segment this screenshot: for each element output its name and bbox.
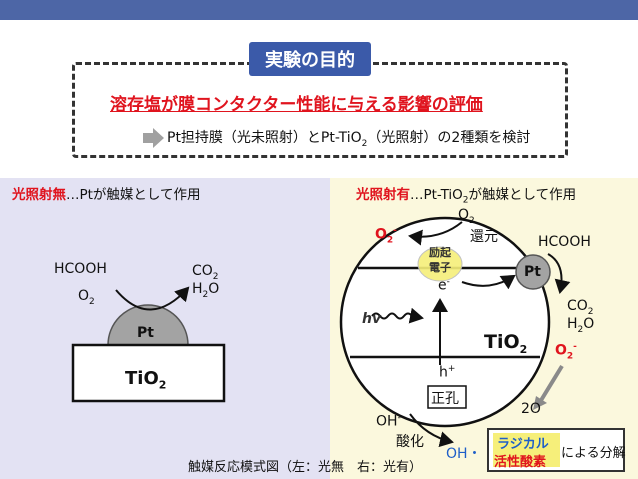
excited-electron-label: 励起電子 bbox=[429, 246, 451, 274]
excited-electron-blob bbox=[417, 246, 463, 282]
oxidation-label: 酸化 bbox=[396, 434, 424, 450]
goal-main-text: 溶存塩が膜コンタクター性能に与える影響の評価 bbox=[110, 95, 483, 115]
superoxide-right: O2- bbox=[555, 342, 577, 362]
left-tio2-block bbox=[71, 343, 226, 403]
top-bar bbox=[0, 0, 638, 20]
left-co2: CO2 bbox=[192, 263, 219, 282]
active-oxygen-label: 活性酸素 bbox=[494, 455, 547, 470]
goal-title: 実験の目的 bbox=[249, 42, 371, 76]
tio2-circle bbox=[339, 216, 551, 428]
left-panel-label: 光照射無…Ptが触媒として作用 bbox=[12, 187, 201, 203]
right-pt-circle bbox=[515, 254, 551, 290]
right-co2: CO2 bbox=[567, 298, 594, 317]
hydroxide-label: OH- bbox=[376, 413, 401, 430]
left-pt-dome bbox=[107, 304, 189, 346]
decomposition-label: による分解 bbox=[561, 446, 626, 461]
left-h2o: H2O bbox=[192, 281, 220, 300]
superoxide-top: O2- bbox=[375, 226, 397, 246]
hole-label: h+ bbox=[439, 364, 456, 381]
left-pt-label: Pt bbox=[137, 325, 154, 341]
radical-highlight bbox=[493, 433, 560, 467]
right-h2o: H2O bbox=[567, 316, 595, 335]
right-pt-label: Pt bbox=[524, 264, 541, 280]
right-o2-top: O2 bbox=[458, 207, 475, 226]
right-panel-label: 光照射有…Pt-TiO2が触媒として作用 bbox=[356, 187, 577, 206]
hydroxyl-radical-label: OH・ bbox=[446, 446, 482, 462]
right-tio2-label: TiO2 bbox=[484, 331, 528, 356]
two-o-label: 2O bbox=[521, 401, 541, 417]
hv-label: hv bbox=[362, 311, 382, 327]
reduction-label: 還元 bbox=[470, 229, 498, 245]
positive-hole-label: 正孔 bbox=[431, 391, 459, 407]
radical-label: ラジカル bbox=[497, 437, 549, 452]
goal-sub-text: Pt担持膜（光未照射）とPt-TiO2（光照射）の2種類を検討 bbox=[167, 130, 531, 149]
figure-caption: 触媒反応模式図（左：光無 右：光有） bbox=[188, 460, 423, 475]
right-hcooh: HCOOH bbox=[538, 234, 591, 250]
left-reaction-arrow bbox=[115, 286, 190, 311]
light-wave-arrow bbox=[371, 312, 413, 320]
electron-label: e- bbox=[438, 277, 450, 294]
right-arrow-icon bbox=[143, 128, 164, 148]
left-tio2-label: TiO2 bbox=[125, 368, 167, 392]
left-o2: O2 bbox=[78, 288, 95, 307]
left-hcooh: HCOOH bbox=[54, 261, 107, 277]
